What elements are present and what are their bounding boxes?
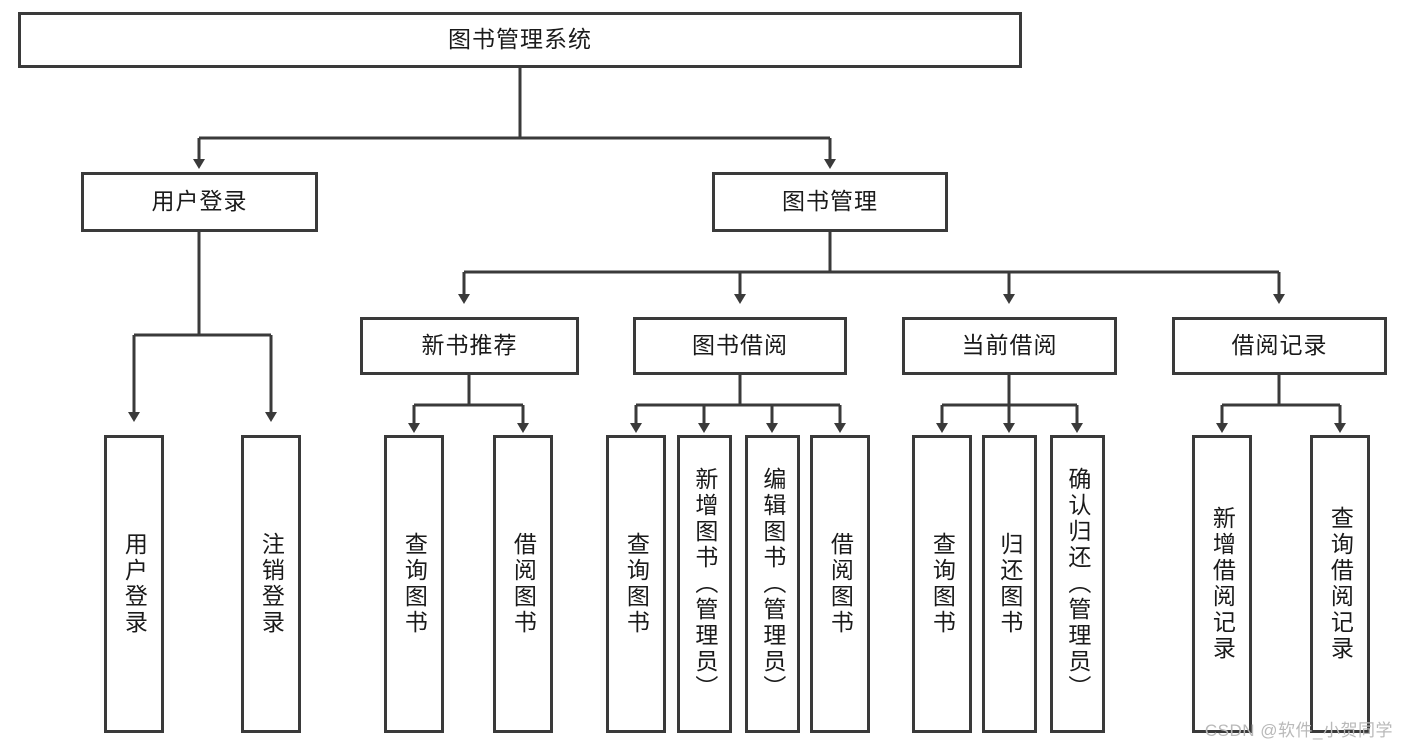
node-label: 借阅记录 [1231,332,1328,359]
node-label: 新增借阅记录 [1209,506,1236,662]
leaf-query-borrow-record[interactable]: 查询借阅记录 [1310,435,1370,733]
leaf-edit-book-admin[interactable]: 编辑图书（管理员） [745,435,800,733]
node-book-management[interactable]: 图书管理 [712,172,948,232]
node-label: 查询图书 [401,532,428,636]
node-label: 查询图书 [623,532,650,636]
leaf-query-book-current[interactable]: 查询图书 [912,435,972,733]
node-new-book-recommend[interactable]: 新书推荐 [360,317,579,375]
node-borrow-record[interactable]: 借阅记录 [1172,317,1387,375]
node-label: 归还图书 [996,532,1023,636]
watermark: CSDN @软件_小贺同学 [1204,721,1393,740]
node-label: 新增图书（管理员） [691,467,718,701]
node-label: 图书管理系统 [448,26,592,53]
leaf-query-book-recommend[interactable]: 查询图书 [384,435,444,733]
leaf-borrow-book-recommend[interactable]: 借阅图书 [493,435,553,733]
node-label: 借阅图书 [827,532,854,636]
node-label: 编辑图书（管理员） [759,467,786,701]
node-label: 当前借阅 [961,332,1058,359]
node-current-borrow[interactable]: 当前借阅 [902,317,1117,375]
node-label: 图书借阅 [692,332,788,359]
node-book-borrow[interactable]: 图书借阅 [633,317,847,375]
leaf-logout[interactable]: 注销登录 [241,435,301,733]
node-label: 图书管理 [782,188,878,215]
leaf-return-book[interactable]: 归还图书 [982,435,1037,733]
node-user-login[interactable]: 用户登录 [81,172,318,232]
node-label: 新书推荐 [421,332,518,359]
leaf-confirm-return-admin[interactable]: 确认归还（管理员） [1050,435,1105,733]
node-label: 查询借阅记录 [1327,506,1354,662]
node-label: 用户登录 [151,188,248,215]
node-label: 确认归还（管理员） [1064,467,1091,701]
leaf-add-book-admin[interactable]: 新增图书（管理员） [677,435,732,733]
leaf-query-book-borrow[interactable]: 查询图书 [606,435,666,733]
node-root-system[interactable]: 图书管理系统 [18,12,1022,68]
leaf-add-borrow-record[interactable]: 新增借阅记录 [1192,435,1252,733]
leaf-borrow-book[interactable]: 借阅图书 [810,435,870,733]
leaf-user-login[interactable]: 用户登录 [104,435,164,733]
node-label: 借阅图书 [510,532,537,636]
node-label: 查询图书 [929,532,956,636]
node-label: 用户登录 [121,532,148,636]
node-label: 注销登录 [258,532,285,636]
